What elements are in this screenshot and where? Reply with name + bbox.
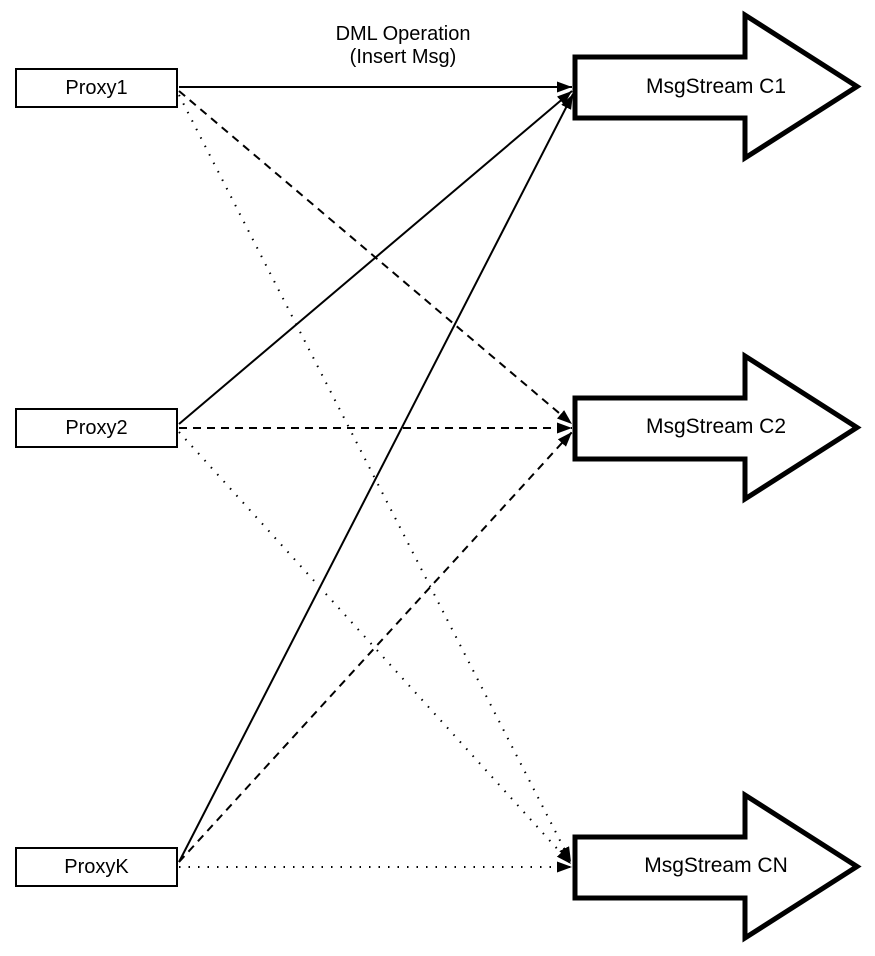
proxy1-label: Proxy1 (65, 76, 128, 99)
diagram-title-line2: (Insert Msg) (349, 46, 457, 68)
msgstream-cn-arrow-shape (572, 790, 862, 943)
msgstream-c2-arrow-shape (572, 351, 862, 504)
proxyk-node: ProxyK (15, 847, 178, 887)
proxy2-label: Proxy2 (65, 416, 128, 439)
edge-proxy2-to-c1 (178, 90, 573, 425)
proxy2-node: Proxy2 (15, 408, 178, 448)
proxy1-node: Proxy1 (15, 68, 178, 108)
msgstream-cn-label: MsgStream CN (644, 854, 788, 877)
msgstream-c1-label: MsgStream C1 (645, 75, 787, 98)
edge-proxyk-to-c1 (178, 93, 574, 863)
edge-proxyk-to-c2 (178, 431, 573, 863)
proxyk-label: ProxyK (64, 855, 129, 878)
msgstream-c2-label: MsgStream C2 (645, 415, 787, 438)
diagram-title-line1: DML Operation (335, 23, 471, 45)
msgstream-c1-arrow-shape (572, 10, 862, 163)
diagram-title: DML Operation (Insert Msg) (253, 23, 553, 69)
edge-proxy1-to-cn (178, 94, 572, 863)
